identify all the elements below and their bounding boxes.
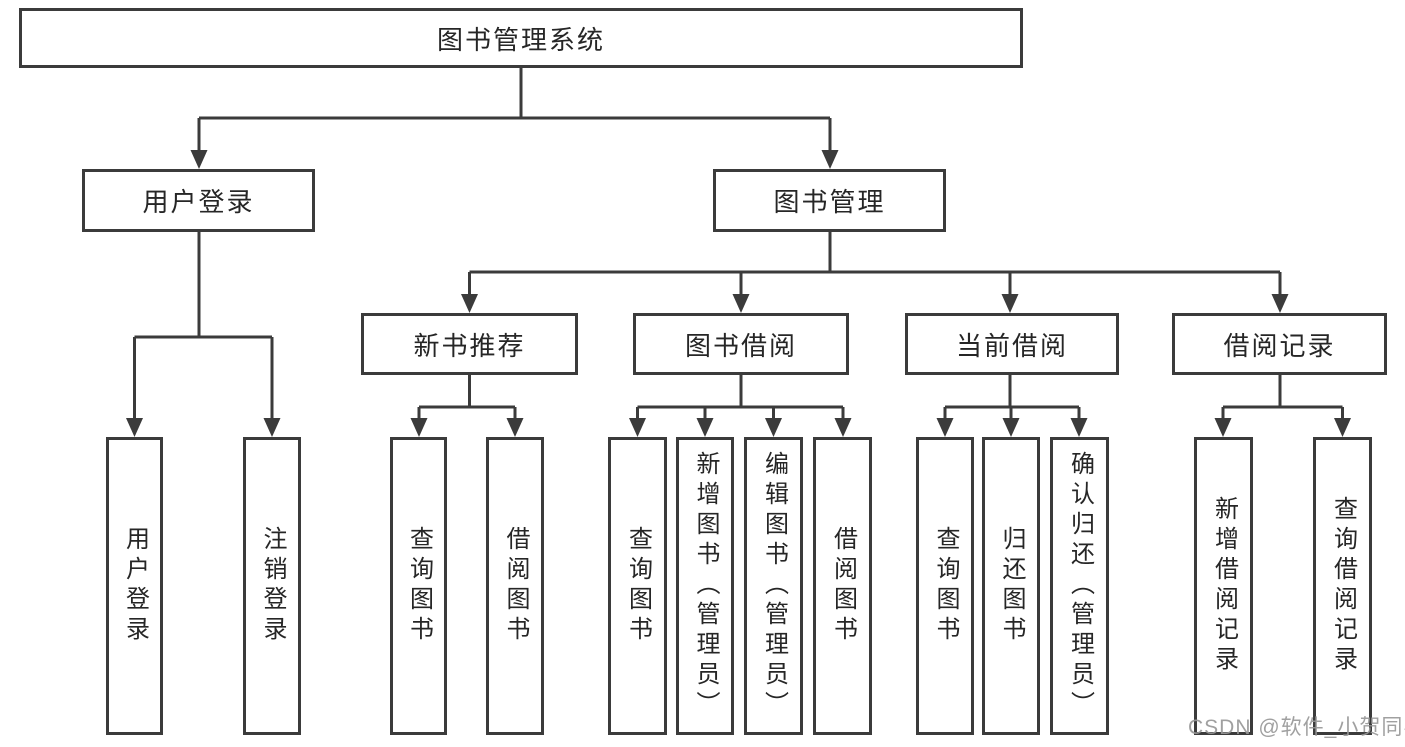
arrow-down-icon <box>461 294 478 313</box>
leaf-query-borrow-record: 查询借阅记录 <box>1313 437 1372 735</box>
arrow-down-icon <box>410 418 428 437</box>
leaf-logout-login: 注销登录 <box>243 437 301 735</box>
node-label: 图书管理系统 <box>436 24 605 55</box>
arrow-down-icon <box>1001 294 1019 313</box>
arrow-down-icon <box>1070 418 1088 437</box>
arrow-down-icon <box>696 418 714 437</box>
node-borrow-records: 借阅记录 <box>1172 313 1387 375</box>
node-label: 当前借阅 <box>955 330 1068 361</box>
leaf-return-books: 归还图书 <box>982 437 1040 735</box>
arrow-down-icon <box>834 418 852 437</box>
node-user-login: 用户登录 <box>82 169 315 232</box>
leaf-query-books-borrow: 查询图书 <box>608 437 667 735</box>
connector-lines <box>133 68 1344 421</box>
leaf-label: 归还图书 <box>998 526 1025 646</box>
leaf-label: 借阅图书 <box>502 526 529 646</box>
node-new-book-recommend: 新书推荐 <box>361 313 578 375</box>
leaf-label: 借阅图书 <box>829 526 857 646</box>
leaf-label: 查询图书 <box>624 526 652 646</box>
arrow-down-icon <box>506 418 524 437</box>
connector-line <box>133 232 274 421</box>
arrow-down-icon <box>1002 418 1020 437</box>
leaf-add-borrow-record: 新增借阅记录 <box>1194 437 1253 735</box>
leaf-user-login: 用户登录 <box>106 437 163 735</box>
leaf-label: 确认归还（管理员） <box>1066 451 1094 721</box>
arrow-down-icon <box>732 294 750 313</box>
leaf-label: 查询图书 <box>405 526 433 646</box>
node-library-management-system: 图书管理系统 <box>19 8 1023 68</box>
watermark: CSDN @软件_小贺同学 <box>1188 716 1405 739</box>
leaf-query-books-recommend: 查询图书 <box>390 437 447 735</box>
arrow-down-icon <box>936 418 954 437</box>
leaf-edit-books-admin: 编辑图书（管理员） <box>744 437 803 735</box>
node-book-borrow: 图书借阅 <box>633 313 849 375</box>
leaf-label: 查询图书 <box>932 526 959 646</box>
node-label: 用户登录 <box>142 187 255 217</box>
arrow-down-icon <box>821 150 839 169</box>
arrow-down-icon <box>190 150 208 169</box>
connector-line <box>417 407 1344 421</box>
leaf-borrow-books-recommend: 借阅图书 <box>486 437 544 735</box>
node-label: 图书借阅 <box>684 330 797 361</box>
arrow-down-icon <box>126 418 143 437</box>
connector-line <box>197 68 832 153</box>
node-label: 新书推荐 <box>413 330 526 361</box>
leaf-label: 查询借阅记录 <box>1329 496 1357 676</box>
leaf-borrow-books: 借阅图书 <box>813 437 872 735</box>
arrow-down-icon <box>765 418 782 437</box>
arrow-down-icon <box>1334 418 1351 437</box>
leaf-add-books-admin: 新增图书（管理员） <box>676 437 734 735</box>
leaf-label: 新增借阅记录 <box>1210 496 1238 676</box>
leaf-label: 编辑图书（管理员） <box>760 451 788 721</box>
leaf-label: 新增图书（管理员） <box>692 451 719 721</box>
leaf-confirm-return-admin: 确认归还（管理员） <box>1050 437 1109 735</box>
leaf-label: 用户登录 <box>121 526 149 646</box>
connector-line <box>468 232 1282 297</box>
leaf-query-books-current: 查询图书 <box>916 437 974 735</box>
arrow-down-icon <box>1214 418 1232 437</box>
arrow-down-icon <box>263 418 281 437</box>
arrow-down-icon <box>629 418 646 437</box>
node-book-management: 图书管理 <box>713 169 946 232</box>
node-label: 借阅记录 <box>1223 330 1336 361</box>
connector-line <box>468 375 1282 407</box>
node-current-borrow: 当前借阅 <box>905 313 1119 375</box>
arrow-down-icon <box>1271 294 1289 313</box>
node-label: 图书管理 <box>773 187 886 217</box>
leaf-label: 注销登录 <box>259 526 286 646</box>
arrowheads <box>126 150 1351 437</box>
